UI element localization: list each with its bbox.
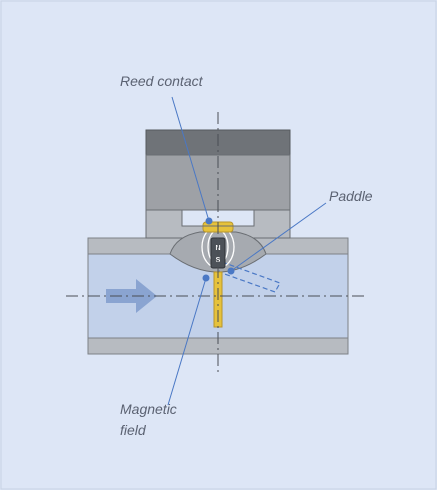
paddle-deflected bbox=[218, 261, 281, 293]
leader-lines bbox=[167, 96, 327, 406]
label-reed-contact: Reed contact bbox=[120, 73, 203, 89]
label-paddle: Paddle bbox=[329, 188, 373, 204]
label-magnetic-field-line2: field bbox=[120, 422, 146, 438]
label-magnetic-field-line1: Magnetic bbox=[120, 401, 177, 417]
flow-arrow-icon bbox=[106, 279, 157, 313]
